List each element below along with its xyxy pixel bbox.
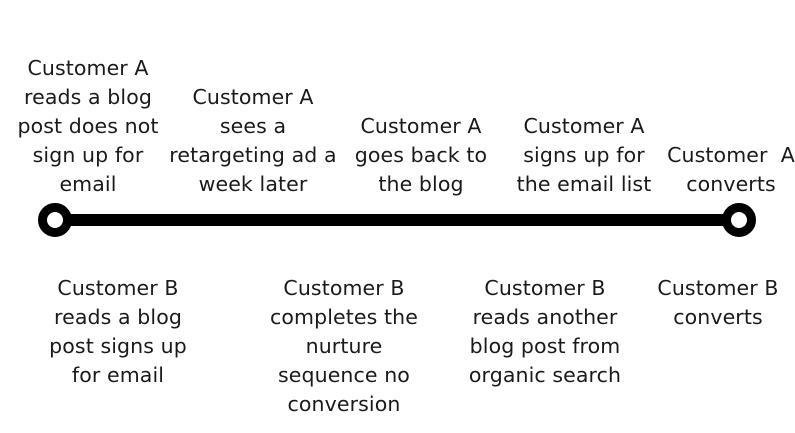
timeline-end-node-icon [722, 203, 756, 237]
timeline-label-top-4: Customer A signs up for the email list [516, 114, 652, 196]
timeline-label-bottom-2: Customer B completes the nurture sequenc… [270, 276, 425, 416]
timeline-label-bottom-3: Customer B reads another blog post from … [468, 276, 627, 387]
timeline-start-node-icon [38, 203, 72, 237]
timeline-label-top-1: Customer A reads a blog post does not si… [17, 56, 166, 196]
timeline-label-top-2: Customer A sees a retargeting ad a week … [169, 85, 344, 196]
timeline-bar [55, 214, 739, 226]
timeline-label-bottom-4: Customer B converts [657, 276, 786, 329]
timeline-label-top-3: Customer A goes back to the blog [354, 114, 494, 196]
timeline-label-bottom-1: Customer B reads a blog post signs up fo… [49, 276, 194, 387]
timeline-label-top-5: Customer A converts [667, 143, 795, 196]
